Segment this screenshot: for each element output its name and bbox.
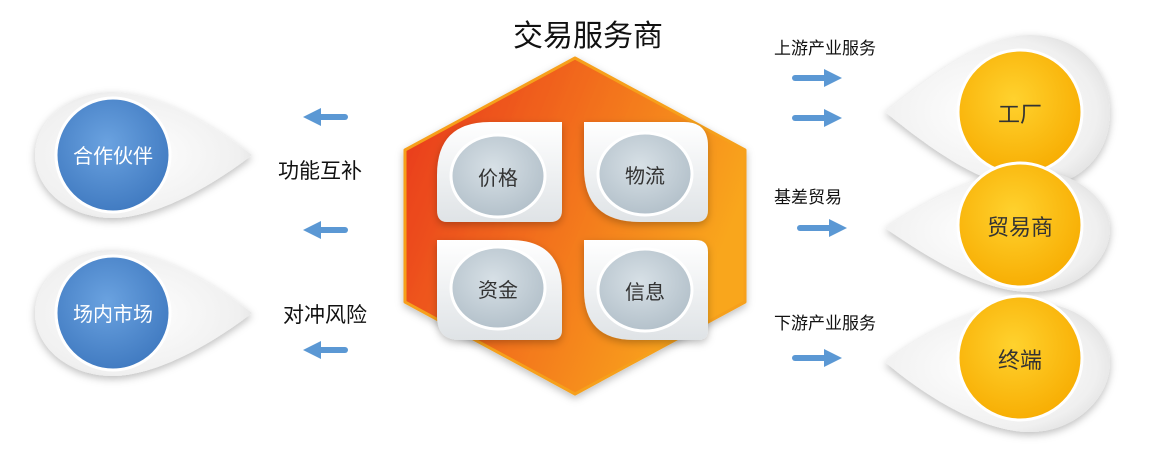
center-leaf-info: 信息: [584, 240, 708, 340]
left-label-hedge: 对冲风险: [283, 303, 367, 327]
right-node-factory-label: 工厂: [998, 103, 1042, 128]
right-label-downstream: 下游产业服务: [774, 314, 876, 334]
center-leaf-funds: 资金: [437, 240, 562, 340]
center-item-logistics: 物流: [625, 164, 665, 188]
right-node-trader: 贸易商: [885, 161, 1110, 292]
right-node-trader-label: 贸易商: [987, 216, 1053, 241]
left-node-exchange-label: 场内市场: [73, 302, 153, 326]
center-item-price: 价格: [478, 166, 518, 190]
diagram-title: 交易服务商: [513, 19, 663, 54]
left-node-partners: 合作伙伴: [35, 92, 252, 218]
left-node-partners-label: 合作伙伴: [73, 144, 153, 168]
right-node-terminal-label: 终端: [998, 349, 1042, 374]
right-node-factory: 工厂: [885, 35, 1110, 188]
left-arrows: [303, 108, 348, 359]
right-node-terminal: 终端: [885, 294, 1110, 432]
center-leaf-logistics: 物流: [584, 122, 708, 222]
center-hexagon: [403, 56, 747, 396]
right-arrows: [792, 69, 847, 367]
left-label-complement: 功能互补: [278, 159, 362, 183]
right-label-upstream: 上游产业服务: [774, 39, 876, 59]
center-item-funds: 资金: [478, 278, 518, 302]
center-item-info: 信息: [625, 280, 665, 304]
center-leaf-price: 价格: [437, 122, 562, 222]
right-label-basis: 基差贸易: [774, 188, 842, 208]
left-node-exchange: 场内市场: [35, 250, 252, 376]
